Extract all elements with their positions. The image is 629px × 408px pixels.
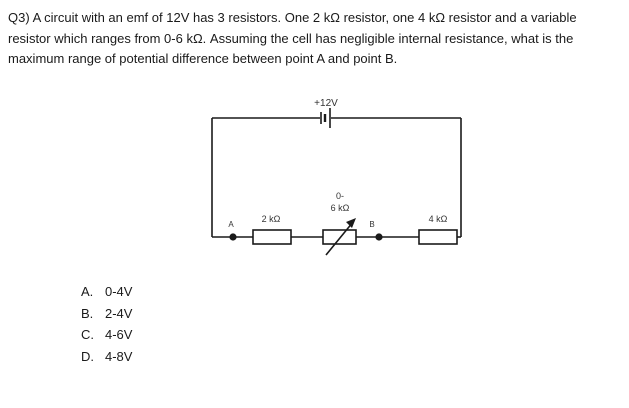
variable-resistor-symbol bbox=[322, 229, 357, 245]
variable-resistor-arrow-icon bbox=[325, 218, 356, 256]
option-c[interactable]: C. 4-6V bbox=[81, 324, 132, 346]
point-b-node bbox=[375, 233, 383, 241]
emf-label: +12V bbox=[314, 98, 338, 109]
circuit-wires bbox=[211, 117, 462, 238]
option-text: 2-4V bbox=[105, 305, 133, 321]
resistor-2k-symbol bbox=[252, 229, 292, 245]
resistor-4k-label: 4 kΩ bbox=[429, 214, 448, 224]
option-text: 4-6V bbox=[105, 327, 133, 342]
question-text: Q3) A circuit with an emf of 12V has 3 r… bbox=[8, 10, 577, 66]
battery-cell-symbol bbox=[320, 108, 331, 128]
option-letter: C. bbox=[81, 327, 94, 342]
variable-resistor-label-line2: 6 kΩ bbox=[331, 203, 350, 213]
option-b[interactable]: B. 2-4V bbox=[81, 303, 132, 325]
point-a-node bbox=[229, 233, 237, 241]
answer-options: A. 0-4V B. 2-4V C. 4-6V D. 4-8V bbox=[81, 281, 132, 367]
option-text: 0-4V bbox=[105, 284, 133, 299]
option-letter: B. bbox=[81, 305, 94, 321]
option-text: 4-8V bbox=[105, 348, 133, 364]
option-letter: D. bbox=[81, 348, 94, 364]
resistor-2k-label: 2 kΩ bbox=[262, 214, 281, 224]
point-b-label: B bbox=[369, 220, 374, 229]
option-a[interactable]: A. 0-4V bbox=[81, 281, 132, 303]
point-a-label: A bbox=[228, 220, 234, 229]
variable-resistor-label-line1: 0- bbox=[336, 191, 344, 201]
option-d[interactable]: D. 4-8V bbox=[81, 346, 132, 368]
resistor-4k-symbol bbox=[418, 229, 458, 245]
option-letter: A. bbox=[81, 284, 94, 299]
